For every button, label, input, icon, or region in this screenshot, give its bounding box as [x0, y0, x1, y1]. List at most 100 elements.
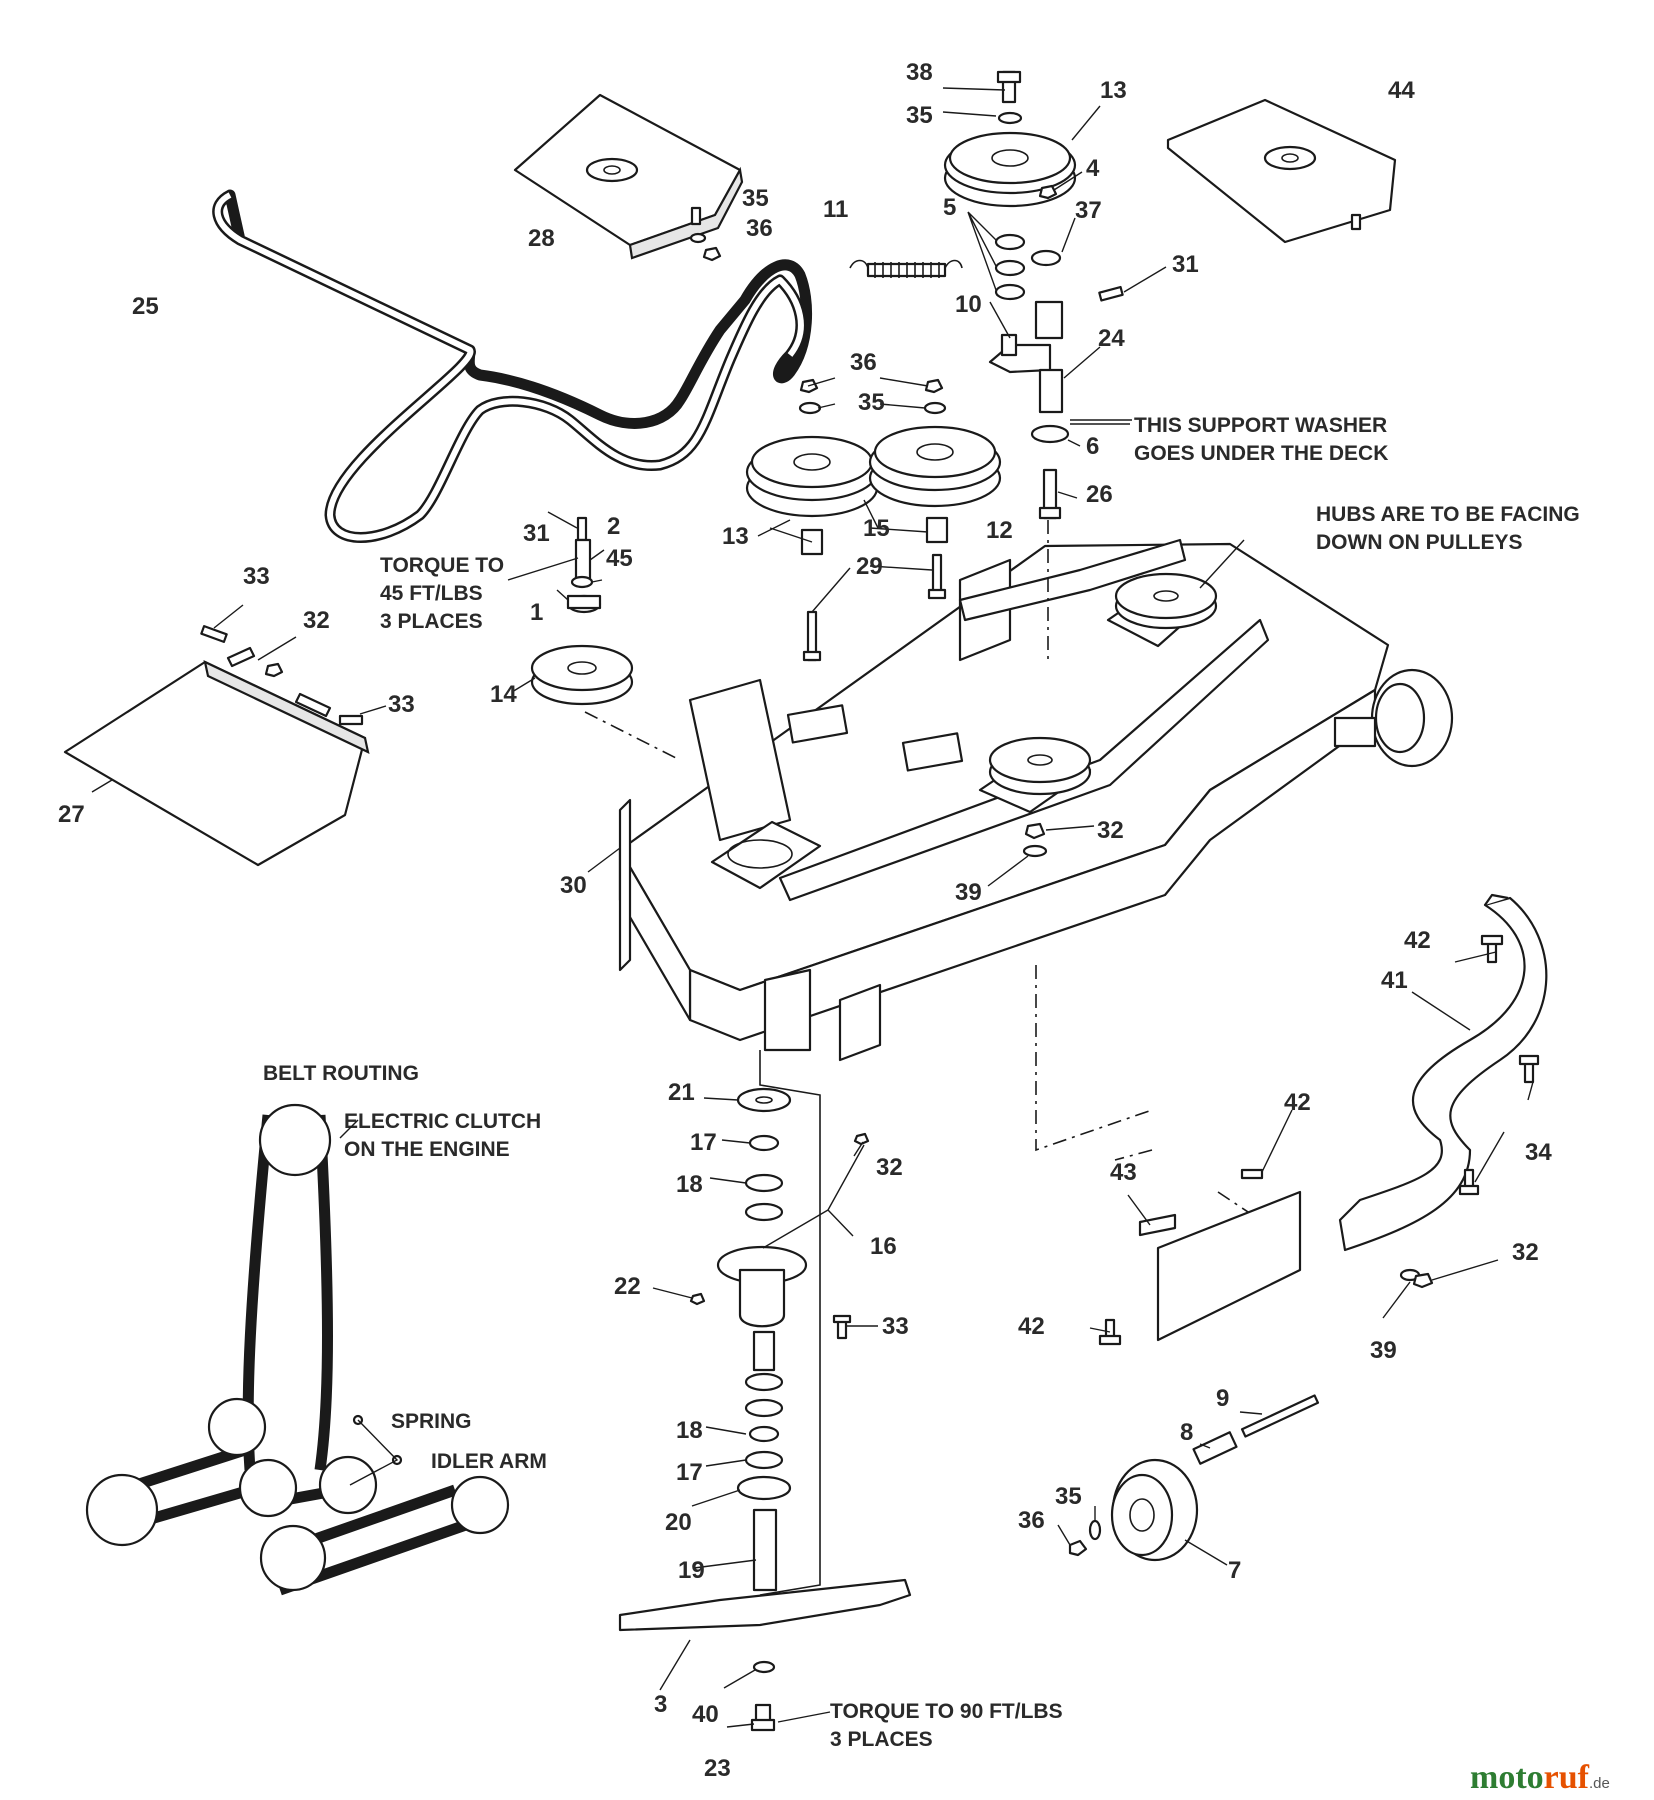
callout-29: 29: [856, 553, 883, 580]
note-clutch-line2: ON THE ENGINE: [344, 1138, 510, 1161]
callout-42: 42: [1018, 1313, 1045, 1340]
assembly-notes: THIS SUPPORT WASHER GOES UNDER THE DECK …: [263, 414, 1580, 1751]
alignment-lines: [584, 520, 1291, 1241]
note-spring: SPRING: [391, 1410, 472, 1433]
bushing-part-8: [1192, 1431, 1238, 1465]
wheel-part-7: [1110, 1458, 1199, 1562]
hub-part-1: [566, 594, 602, 614]
svg-text:motoruf.de: motoruf.de: [1470, 1759, 1610, 1796]
callout-12: 12: [986, 517, 1013, 544]
callout-33: 33: [243, 563, 270, 590]
note-idler-arm: IDLER ARM: [431, 1450, 547, 1473]
callout-33: 33: [882, 1313, 909, 1340]
axle-bolt-part-9: [1240, 1394, 1320, 1438]
callout-35: 35: [742, 185, 769, 212]
callout-42: 42: [1404, 927, 1431, 954]
callout-7: 7: [1228, 1557, 1241, 1584]
spacers-part-5: [994, 233, 1026, 301]
callout-24: 24: [1098, 325, 1125, 352]
callout-10: 10: [955, 291, 982, 318]
callout-36: 36: [746, 215, 773, 242]
small-parts-22-32-33: [689, 1132, 870, 1340]
callout-13: 13: [1100, 77, 1127, 104]
callout-26: 26: [1086, 481, 1113, 508]
callout-4: 4: [1086, 155, 1100, 182]
spindle-assembly: [618, 1050, 912, 1732]
callout-15: 15: [863, 515, 890, 542]
callout-21: 21: [668, 1079, 695, 1106]
washer-part-35-top: [689, 232, 707, 244]
callout-6: 6: [1086, 433, 1099, 460]
pivot-part-24: [1034, 300, 1064, 414]
note-hubs-line2: DOWN ON PULLEYS: [1316, 531, 1523, 554]
spring-part-11: [849, 259, 963, 278]
spacer-part-2: [574, 538, 592, 582]
idler-pulley-part-13-left: [745, 435, 879, 518]
note-support-washer-line2: GOES UNDER THE DECK: [1134, 442, 1388, 465]
note-torque90-line1: TORQUE TO 90 FT/LBS: [830, 1700, 1063, 1723]
callout-19: 19: [678, 1557, 705, 1584]
note-torque90-line2: 3 PLACES: [830, 1728, 933, 1751]
drive-belt-part-25: [212, 189, 812, 543]
callout-37: 37: [1075, 197, 1102, 224]
callout-22: 22: [614, 1273, 641, 1300]
pulley-part-14: [530, 644, 634, 706]
nut-part-36-top: [702, 246, 722, 262]
callout-numbers: 38 35 13 44 4 37 5 11 35 36 28 31 10 24 …: [58, 59, 1552, 1782]
bolts-part-42-34: [1098, 934, 1540, 1346]
callout-32: 32: [876, 1154, 903, 1181]
callout-39: 39: [955, 879, 982, 906]
leader-lines: [91, 87, 1534, 1728]
hinge-bolts-part-33-32: [200, 625, 364, 726]
deflector-part-27: [63, 660, 370, 867]
washer-nut-part-39-32: [1399, 1268, 1434, 1289]
callout-39: 39: [1370, 1337, 1397, 1364]
callout-31: 31: [1172, 251, 1199, 278]
belt-cover-part-28: [513, 93, 744, 260]
callout-23: 23: [704, 1755, 731, 1782]
bolts-part-29: [802, 553, 947, 662]
callout-36: 36: [850, 349, 877, 376]
callout-16: 16: [870, 1233, 897, 1260]
side-guard-part-41: [1338, 893, 1548, 1252]
callout-32: 32: [1512, 1239, 1539, 1266]
bolt-part-31-right: [1098, 285, 1124, 302]
callout-38: 38: [906, 59, 933, 86]
callout-30: 30: [560, 872, 587, 899]
watermark-part-a: moto: [1470, 1759, 1544, 1796]
deck-nut-part-32: [1022, 822, 1048, 858]
support-washer-part-6: [1030, 424, 1070, 444]
note-belt-routing: BELT ROUTING: [263, 1062, 419, 1085]
idler-arm-part-10: [988, 333, 1052, 374]
belt-cover-part-44: [1166, 98, 1397, 244]
bolt-part-38: [996, 70, 1022, 104]
callout-13: 13: [722, 523, 749, 550]
note-hubs-line1: HUBS ARE TO BE FACING: [1316, 503, 1580, 526]
callout-36: 36: [1018, 1507, 1045, 1534]
callout-34: 34: [1525, 1139, 1552, 1166]
callout-18: 18: [676, 1417, 703, 1444]
callout-17: 17: [690, 1129, 717, 1156]
callout-44: 44: [1388, 77, 1415, 104]
callout-43: 43: [1110, 1159, 1137, 1186]
callout-25: 25: [132, 293, 159, 320]
callout-31: 31: [523, 520, 550, 547]
site-watermark: motoruf.de: [1470, 1759, 1610, 1796]
callout-35: 35: [1055, 1483, 1082, 1510]
callout-17: 17: [676, 1459, 703, 1486]
note-torque45-line2: 45 FT/LBS: [380, 582, 483, 605]
callout-28: 28: [528, 225, 555, 252]
washer-nut-part-35-36: [1068, 1519, 1102, 1557]
idler-pulley-part-12: [868, 425, 1002, 508]
note-support-washer-line1: THIS SUPPORT WASHER: [1134, 414, 1387, 437]
note-torque45-line3: 3 PLACES: [380, 610, 483, 633]
washer-part-35: [997, 111, 1023, 125]
callout-9: 9: [1216, 1385, 1229, 1412]
callout-45: 45: [606, 545, 633, 572]
callout-2: 2: [607, 513, 620, 540]
callout-18: 18: [676, 1171, 703, 1198]
callout-5: 5: [943, 194, 956, 221]
watermark-part-b: ruf: [1544, 1759, 1590, 1796]
washer-part-45: [570, 575, 594, 589]
